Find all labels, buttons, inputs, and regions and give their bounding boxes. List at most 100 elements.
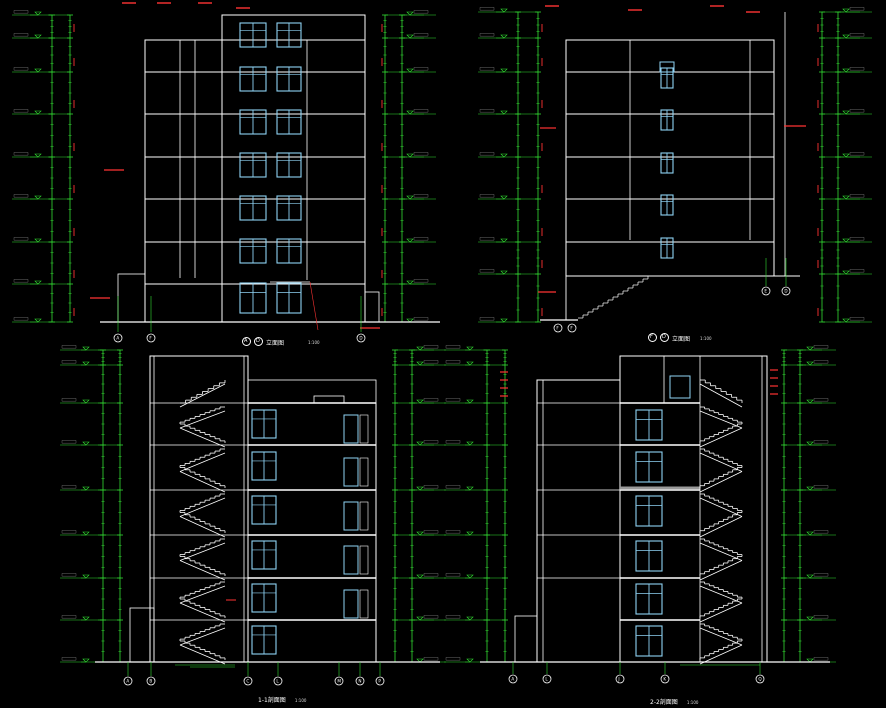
stair-flight — [179, 623, 226, 646]
level-mark — [406, 194, 436, 200]
level-text-mark — [813, 530, 829, 534]
level-mark — [60, 345, 90, 351]
level-triangle — [406, 153, 414, 158]
level-mark — [806, 345, 836, 351]
section-1-name: 1-1剖面图 — [258, 697, 286, 704]
grid-letter: A — [116, 336, 119, 341]
level-triangle — [34, 238, 42, 243]
stair-flight — [699, 512, 743, 538]
stair-soffit — [179, 585, 226, 604]
window — [251, 495, 277, 525]
window — [239, 152, 267, 178]
level-triangle — [406, 110, 414, 115]
stair-flight — [179, 448, 226, 472]
grid-bubble — [660, 674, 670, 684]
level-mark — [406, 33, 436, 39]
level-text-mark — [413, 152, 429, 156]
stair-soffit — [179, 542, 226, 561]
grid-letter: D — [359, 336, 362, 341]
level-mark — [12, 10, 42, 16]
level-mark — [444, 657, 474, 663]
level-mark — [842, 33, 872, 39]
window — [251, 625, 277, 655]
level-triangle — [466, 574, 474, 579]
level-mark — [416, 485, 446, 491]
window — [251, 409, 277, 439]
elevation-a-scale: 1:100 — [308, 340, 320, 345]
stair-flight — [179, 598, 226, 623]
grid-bubble — [553, 323, 563, 333]
dimension-chain — [81, 349, 106, 663]
level-triangle — [416, 399, 424, 404]
level-mark — [444, 485, 474, 491]
level-text-mark — [413, 33, 429, 37]
grid-bubble — [355, 676, 365, 686]
level-mark — [406, 237, 436, 243]
level-triangle — [842, 8, 850, 13]
main-block — [619, 355, 768, 663]
level-triangle — [416, 441, 424, 446]
level-text-mark — [813, 398, 829, 402]
parapet — [247, 379, 377, 404]
level-text-mark — [413, 194, 429, 198]
stair-tower-parapet — [221, 14, 366, 41]
level-triangle — [406, 195, 414, 200]
window — [251, 540, 277, 570]
level-triangle — [806, 616, 814, 621]
level-mark — [478, 317, 508, 323]
stair-soffit — [699, 383, 743, 408]
stair-soffit — [699, 560, 743, 581]
elevation-b-name: 立面图 — [672, 336, 691, 343]
level-mark — [478, 152, 508, 158]
level-triangle — [82, 574, 90, 579]
stair-flight — [699, 467, 743, 493]
level-triangle — [34, 68, 42, 73]
level-text-mark — [813, 360, 829, 364]
stair-soffit — [699, 627, 743, 646]
level-triangle — [466, 531, 474, 536]
stair-flight — [699, 423, 743, 448]
roof-fixture — [313, 395, 345, 404]
grid-bubble — [146, 333, 156, 343]
level-text-mark — [445, 615, 461, 619]
level-mark — [806, 530, 836, 536]
grid-letter: E — [764, 289, 767, 294]
grid-bubble — [542, 674, 552, 684]
stair-flight — [179, 556, 226, 581]
level-triangle — [842, 270, 850, 275]
level-text-mark — [13, 194, 29, 198]
level-triangle — [82, 441, 90, 446]
grid-bubble — [755, 674, 765, 684]
level-text-mark — [61, 530, 77, 534]
level-text-mark — [61, 573, 77, 577]
level-text-mark — [445, 345, 461, 349]
level-triangle — [466, 616, 474, 621]
grid-bubble — [146, 676, 156, 686]
level-mark — [806, 615, 836, 621]
level-mark — [478, 237, 508, 243]
stair-flight — [179, 423, 226, 448]
level-text-mark — [849, 317, 865, 321]
level-triangle — [806, 531, 814, 536]
level-mark — [478, 33, 508, 39]
stair-soffit — [179, 471, 226, 493]
level-triangle — [82, 399, 90, 404]
level-triangle — [406, 68, 414, 73]
level-triangle — [466, 361, 474, 366]
level-text-mark — [413, 67, 429, 71]
level-triangle — [82, 616, 90, 621]
level-triangle — [82, 346, 90, 351]
level-triangle — [82, 531, 90, 536]
window — [239, 66, 267, 92]
level-mark — [806, 657, 836, 663]
level-text-mark — [445, 573, 461, 577]
level-mark — [12, 237, 42, 243]
level-mark — [842, 237, 872, 243]
level-mark — [60, 657, 90, 663]
level-text-mark — [479, 269, 495, 273]
level-triangle — [82, 658, 90, 663]
stair-flight — [179, 467, 226, 493]
level-mark — [842, 317, 872, 323]
